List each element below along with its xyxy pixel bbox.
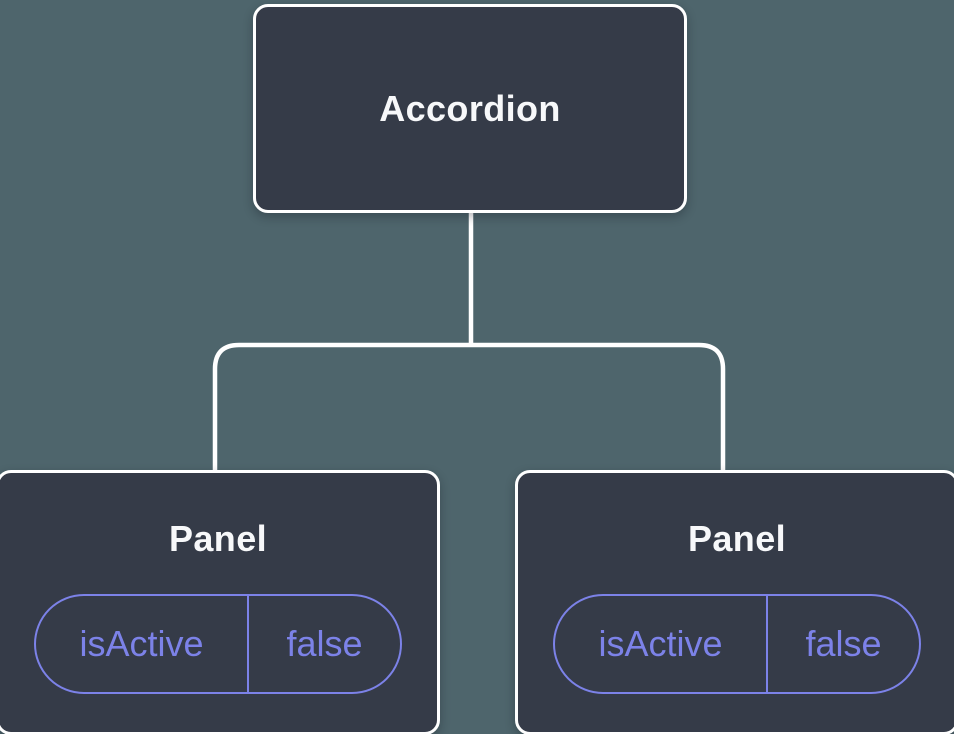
panel-label: Panel: [687, 518, 787, 559]
state-key: isActive: [36, 596, 249, 692]
connector-branch: [212, 342, 726, 472]
accordion-label: Accordion: [379, 87, 561, 129]
state-key: isActive: [555, 596, 768, 692]
panel-node-right: Panel isActive false: [515, 470, 954, 734]
panel-node-left: Panel isActive false: [0, 470, 440, 734]
state-value: false: [805, 623, 882, 664]
panel-label: Panel: [168, 518, 268, 559]
state-pill: isActive false: [34, 594, 402, 694]
state-value: false: [286, 623, 363, 664]
state-pill: isActive false: [553, 594, 921, 694]
accordion-node: Accordion: [253, 4, 687, 213]
